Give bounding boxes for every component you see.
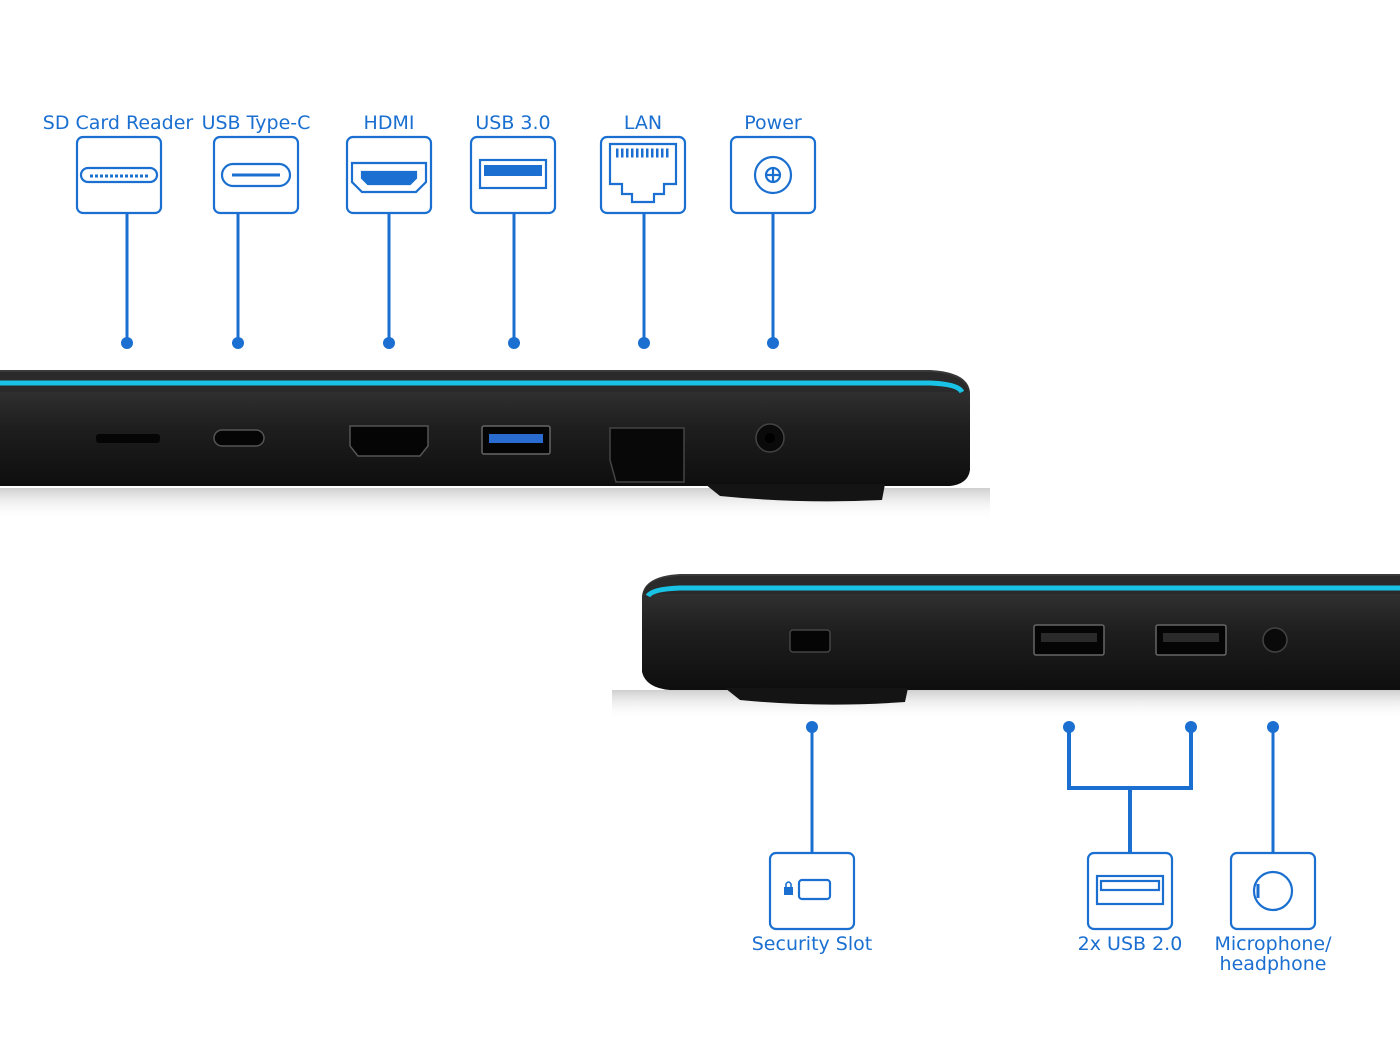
icon-box: [1086, 851, 1174, 931]
sd-card-icon: [79, 166, 159, 184]
usb-c-port: [213, 429, 265, 447]
icon-box: [1229, 851, 1317, 931]
port-label: USB Type-C: [202, 112, 311, 134]
laptop-left-side: [0, 370, 990, 520]
laptop-foot: [725, 688, 908, 705]
icon-box: [768, 851, 856, 931]
callout-usb2: 2x USB 2.0: [1063, 721, 1197, 955]
icon-box: [212, 135, 300, 215]
port-label: HDMI: [364, 112, 415, 134]
callout-dot: [383, 337, 395, 349]
audio-jack: [1262, 627, 1288, 653]
usb2-port-2-tongue: [1163, 633, 1219, 642]
cyan-trim: [0, 380, 965, 394]
port-label: headphone: [1220, 953, 1327, 975]
callout-power: Power: [729, 112, 817, 349]
port-label: USB 3.0: [475, 112, 550, 134]
icon-box: [75, 135, 163, 215]
power-icon: [753, 155, 793, 195]
laptop-lid: [644, 576, 1400, 594]
audio-jack-icon: [1252, 870, 1294, 912]
lock-slot-icon: [784, 878, 832, 901]
cyan-trim: [645, 585, 1400, 598]
lan-port: [609, 427, 685, 483]
port-label: 2x USB 2.0: [1078, 933, 1183, 955]
usb-c-icon: [220, 162, 292, 188]
hdmi-icon: [350, 161, 428, 194]
usb2-port-1-tongue: [1041, 633, 1097, 642]
callout-dot: [232, 337, 244, 349]
callout-lan: LAN: [599, 112, 687, 349]
laptop-shadow: [612, 690, 1400, 720]
laptop-foot: [705, 484, 885, 502]
callout-audio-jack: Microphone/ headphone: [1215, 721, 1333, 975]
callout-usb-c: USB Type-C: [202, 112, 311, 349]
usb3-port-tongue: [489, 434, 543, 443]
callout-security-slot: Security Slot: [752, 721, 872, 955]
callout-dot: [638, 337, 650, 349]
sd-slot: [96, 434, 160, 443]
security-slot: [789, 629, 831, 653]
port-label: LAN: [624, 112, 662, 134]
top-callouts: SD Card Reader USB Type-C HDMI: [43, 112, 817, 349]
callout-dot: [508, 337, 520, 349]
laptop-right-side: [612, 574, 1400, 720]
bottom-callouts: Security Slot 2x USB 2.0 Microphone/: [752, 721, 1332, 975]
lan-icon: [608, 142, 678, 204]
callout-dot: [767, 337, 779, 349]
port-label: Power: [744, 112, 802, 134]
callout-dot: [121, 337, 133, 349]
hdmi-port: [349, 425, 429, 457]
power-jack-pin: [765, 433, 775, 443]
port-label: Security Slot: [752, 933, 872, 955]
callout-sd-card: SD Card Reader: [43, 112, 194, 349]
callout-usb3: USB 3.0: [469, 112, 557, 349]
usb3-icon: [478, 158, 548, 190]
port-label: SD Card Reader: [43, 112, 194, 134]
usb2-icon: [1095, 874, 1165, 906]
laptop-body: [642, 574, 1400, 690]
port-label: Microphone/: [1215, 933, 1333, 955]
callout-hdmi: HDMI: [345, 112, 433, 349]
